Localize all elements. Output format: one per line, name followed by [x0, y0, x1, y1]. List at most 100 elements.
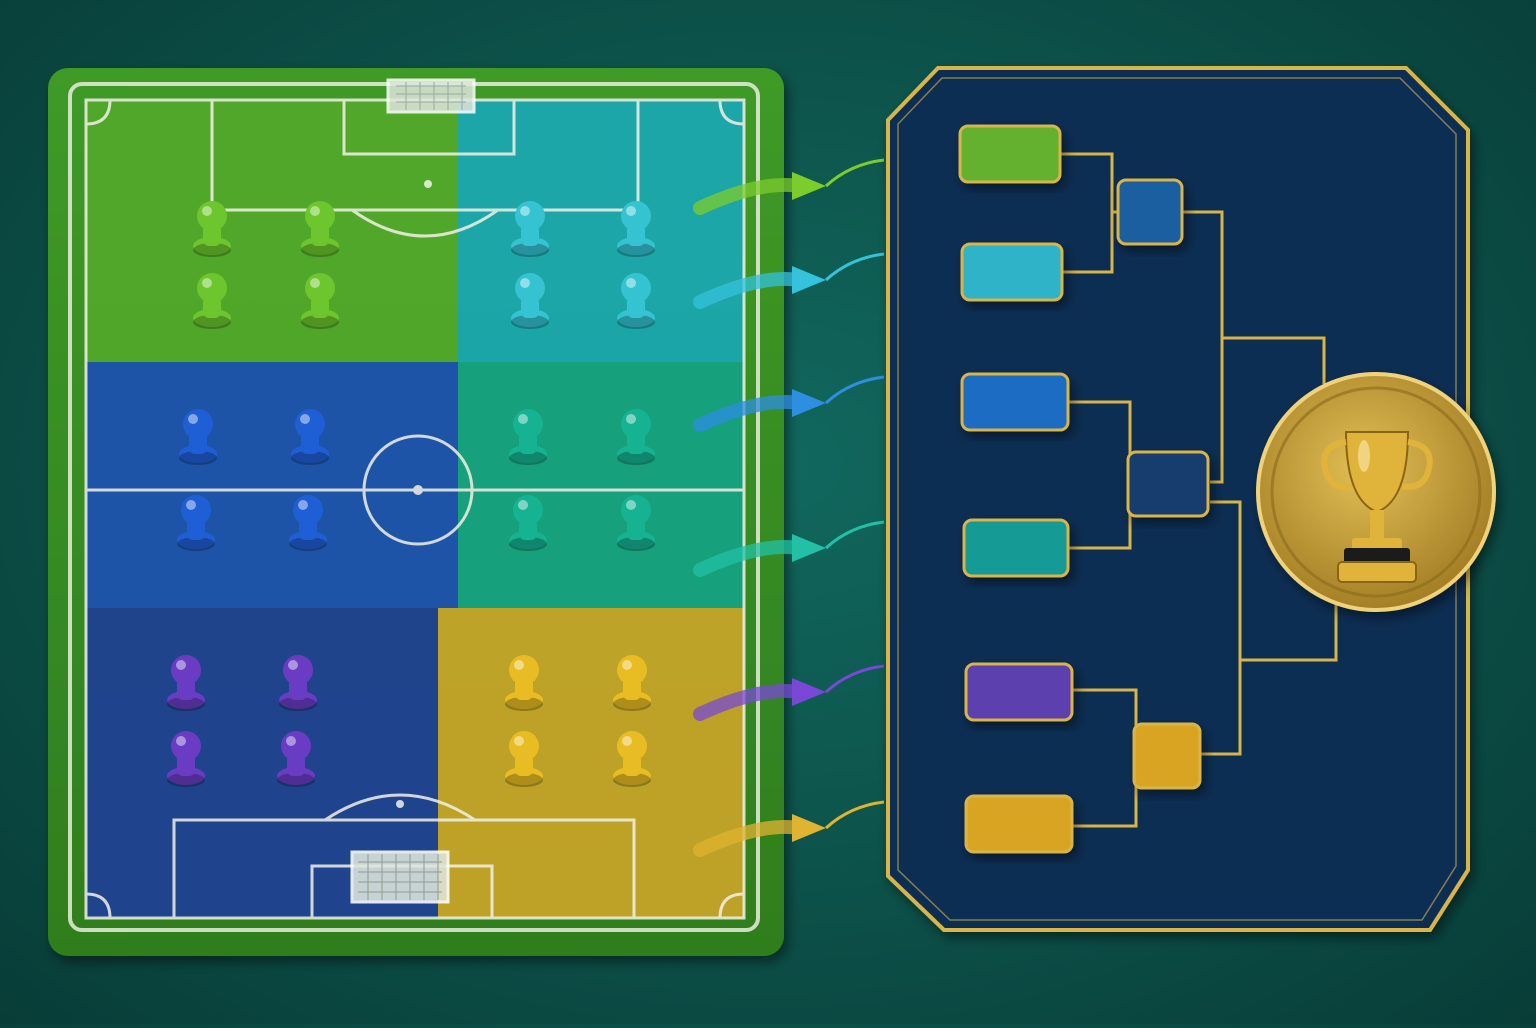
trophy-medal — [1256, 372, 1496, 612]
trophy-base-band — [1344, 548, 1410, 564]
arrow-tail — [693, 271, 807, 309]
piece-highlight — [622, 736, 632, 746]
bracket-slots — [958, 124, 1210, 854]
piece-highlight — [514, 660, 524, 670]
round1-slot — [960, 372, 1070, 432]
player-piece — [167, 731, 205, 787]
trophy-handle-right — [1401, 439, 1433, 490]
piece-base-shadow — [613, 773, 651, 787]
player-piece — [617, 273, 655, 329]
piece-highlight — [520, 278, 530, 288]
zone-blue — [86, 362, 458, 608]
arrow-link — [824, 664, 885, 694]
corner-arc-tl — [85, 99, 112, 126]
piece-head — [515, 273, 545, 303]
piece-head — [617, 731, 647, 761]
arrow-tail — [693, 683, 807, 721]
player-piece — [277, 731, 315, 787]
bracket-line — [1240, 602, 1338, 662]
bottom-goal-frame — [350, 850, 450, 904]
piece-head — [305, 273, 335, 303]
arrow-head — [792, 534, 826, 562]
top-goal — [386, 78, 476, 114]
bottom-penalty-arc — [324, 793, 476, 822]
bottom-penalty-spot — [396, 800, 404, 808]
bottom-goal-net — [358, 854, 442, 900]
piece-head — [283, 655, 313, 685]
center-circle — [362, 434, 474, 546]
player-piece — [511, 201, 549, 257]
piece-highlight — [520, 206, 530, 216]
center-spot — [413, 485, 423, 495]
piece-head — [181, 495, 211, 525]
piece-highlight — [202, 206, 212, 216]
bracket-line — [1222, 336, 1326, 384]
piece-head — [197, 273, 227, 303]
piece-highlight — [622, 660, 632, 670]
piece-head — [621, 273, 651, 303]
round2-slot — [1126, 450, 1210, 518]
piece-head — [305, 201, 335, 231]
player-piece — [617, 495, 655, 551]
player-piece — [193, 201, 231, 257]
zone-green — [86, 100, 458, 362]
piece-base-shadow — [509, 451, 547, 465]
round1-slot — [964, 662, 1074, 722]
player-piece — [301, 273, 339, 329]
trophy-base — [1337, 561, 1417, 583]
piece-highlight — [514, 736, 524, 746]
bottom-goal — [350, 850, 450, 904]
bracket-line — [1182, 210, 1224, 484]
piece-head — [621, 201, 651, 231]
piece-highlight — [176, 660, 186, 670]
player-piece — [301, 201, 339, 257]
bracket-panel-inner-border — [897, 77, 1457, 921]
arrow-head — [792, 172, 826, 200]
trophy-handle-left — [1321, 439, 1353, 490]
piece-highlight — [626, 414, 636, 424]
piece-highlight — [518, 500, 528, 510]
round1-slot — [960, 242, 1064, 302]
piece-head — [509, 731, 539, 761]
top-penalty-arc — [351, 208, 499, 238]
arrow-link — [824, 520, 885, 550]
arrow-head — [792, 266, 826, 294]
piece-head — [171, 655, 201, 685]
player-piece — [279, 655, 317, 711]
trophy-icon — [1321, 431, 1433, 583]
piece-base-shadow — [279, 697, 317, 711]
arrow-link — [824, 158, 885, 188]
piece-highlight — [286, 736, 296, 746]
trophy-collar — [1352, 538, 1402, 550]
player-piece — [617, 201, 655, 257]
piece-base-shadow — [617, 243, 655, 257]
piece-base-shadow — [617, 451, 655, 465]
piece-base-shadow — [167, 697, 205, 711]
player-piece — [167, 655, 205, 711]
piece-base-shadow — [177, 537, 215, 551]
piece-base-shadow — [509, 537, 547, 551]
arrow-head — [792, 678, 826, 706]
piece-highlight — [188, 414, 198, 424]
piece-highlight — [298, 500, 308, 510]
round2-slot — [1132, 722, 1202, 790]
piece-head — [295, 409, 325, 439]
piece-head — [171, 731, 201, 761]
zone-yellow — [438, 608, 744, 918]
arrow-tail — [693, 177, 807, 215]
piece-highlight — [202, 278, 212, 288]
player-piece — [505, 731, 543, 787]
arrow-link — [824, 800, 885, 830]
piece-base-shadow — [179, 451, 217, 465]
round1-slot — [964, 794, 1074, 854]
piece-highlight — [186, 500, 196, 510]
arrow-head — [792, 389, 826, 417]
corner-arc-bl — [85, 892, 112, 919]
piece-highlight — [310, 278, 320, 288]
piece-head — [197, 201, 227, 231]
player-piece — [193, 273, 231, 329]
piece-highlight — [626, 500, 636, 510]
trophy-stem — [1370, 510, 1384, 540]
